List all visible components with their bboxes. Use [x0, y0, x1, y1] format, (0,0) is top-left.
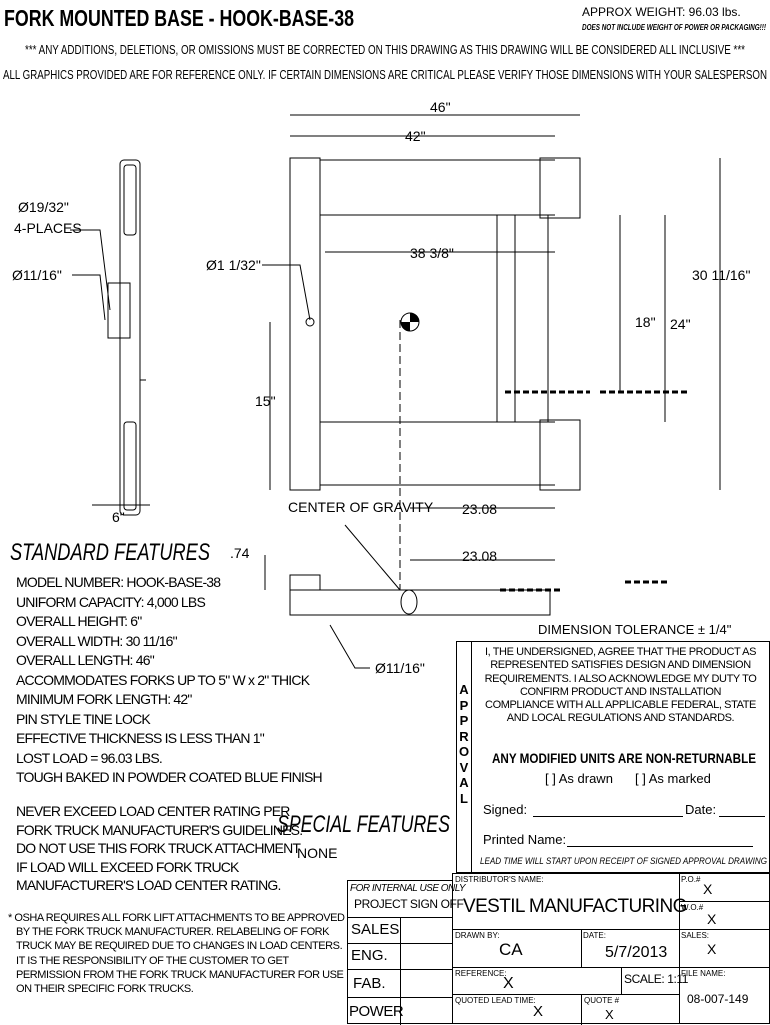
cog-label-text: CENTER OF GRAVITY — [288, 499, 434, 515]
warning-line: FORK TRUCK MANUFACTURER'S GUIDELINES. — [16, 821, 303, 838]
load-warnings: NEVER EXCEED LOAD CENTER RATING PER FORK… — [16, 802, 303, 895]
signoff-fab[interactable]: FAB. — [353, 975, 386, 992]
inclusive-note: *** ANY ADDITIONS, DELETIONS, OR OMISSIO… — [25, 42, 745, 57]
approx-weight: APPROX WEIGHT: 96.03 lbs. — [582, 5, 741, 19]
osha-line: BY THE FORK TRUCK MANUFACTURER. RELABELI… — [16, 926, 330, 939]
signoff-power[interactable]: POWER — [349, 1003, 404, 1020]
drawing-title: FORK MOUNTED BASE - HOOK-BASE-38 — [4, 5, 354, 31]
file-name-value: 08-007-149 — [687, 992, 749, 1006]
warning-line: DO NOT USE THIS FORK TRUCK ATTACHMENT — [16, 840, 301, 856]
standard-features-list: MODEL NUMBER: HOOK-BASE-38 UNIFORM CAPAC… — [16, 573, 323, 788]
date-line[interactable] — [719, 816, 765, 817]
special-features-title: SPECIAL FEATURES — [277, 811, 450, 838]
warning-line: MANUFACTURER'S LOAD CENTER RATING. — [16, 877, 281, 893]
reference-note: ALL GRAPHICS PROVIDED ARE FOR REFERENCE … — [3, 67, 767, 82]
osha-line: ON THEIR SPECIFIC FORK TRUCKS. — [16, 983, 194, 996]
printed-name-label: Printed Name: — [483, 832, 567, 847]
dim-side-hole: Ø11/16" — [375, 660, 425, 676]
signoff-sales[interactable]: SALES — [351, 921, 400, 938]
date-label: DATE: — [583, 931, 606, 940]
dim-cog: 23.08 — [462, 501, 497, 517]
dim-inner-length: 24" — [670, 316, 691, 332]
wo-value: X — [707, 911, 717, 927]
drawn-by-value: CA — [499, 940, 523, 959]
feature-item: OVERALL WIDTH: 30 11/16" — [16, 632, 178, 649]
title-block: DISTRIBUTOR'S NAME: VESTIL MANUFACTURING… — [452, 873, 770, 1025]
dim-overall-width: 46" — [430, 99, 451, 115]
as-marked-checkbox[interactable]: [ ] As marked — [635, 771, 711, 786]
date-value: 5/7/2013 — [605, 944, 668, 961]
feature-item: UNIFORM CAPACITY: 4,000 LBS — [16, 593, 206, 610]
osha-line: * OSHA REQUIRES ALL FORK LIFT ATTACHMENT… — [8, 912, 345, 924]
special-features-value: NONE — [297, 845, 338, 861]
warning-line: NEVER EXCEED LOAD CENTER RATING PER — [16, 803, 290, 819]
dim-inner-width: 42" — [405, 128, 426, 144]
cog-label: CENTER OF GRAVITY — [288, 499, 434, 515]
dim-height: 6" — [112, 509, 125, 525]
dim-places: 4-PLACES — [14, 220, 82, 236]
bottom-side-view — [289, 589, 551, 616]
quote-label: QUOTE # — [584, 996, 620, 1005]
internal-subtitle: PROJECT SIGN OFF — [354, 897, 464, 911]
dim-fork-spacing: 15" — [255, 393, 276, 409]
dim-thickness: .74 — [230, 545, 250, 561]
lead-time-value: X — [533, 1003, 544, 1020]
feature-item: MODEL NUMBER: HOOK-BASE-38 — [16, 574, 221, 590]
date-label: Date: — [685, 802, 717, 817]
plan-view-left-beam — [289, 157, 321, 491]
distributor-name: VESTIL MANUFACTURING — [463, 896, 687, 917]
dimension-tolerance: DIMENSION TOLERANCE ± 1/4" — [538, 622, 732, 637]
weight-note: DOES NOT INCLUDE WEIGHT OF POWER OR PACK… — [582, 23, 766, 32]
lead-time-note: LEAD TIME WILL START UPON RECEIPT OF SIG… — [480, 856, 767, 867]
po-label: P.O.# — [681, 875, 701, 884]
feature-item: OVERALL HEIGHT: 6" — [16, 613, 142, 629]
reference-value: X — [503, 975, 514, 992]
standard-features-title: STANDARD FEATURES — [10, 539, 210, 566]
signed-label: Signed: — [483, 802, 528, 817]
dim-hole-dia: Ø19/32" — [18, 199, 69, 215]
lead-time-label: QUOTED LEAD TIME: — [455, 996, 536, 1005]
signoff-eng[interactable]: ENG. — [351, 947, 388, 964]
feature-item: OVERALL LENGTH: 46" — [16, 652, 155, 668]
internal-signoff-block: FOR INTERNAL USE ONLY PROJECT SIGN OFF S… — [347, 880, 466, 1025]
osha-line: IT IS THE RESPONSIBILITY OF THE CUSTOMER… — [16, 954, 289, 967]
osha-note: * OSHA REQUIRES ALL FORK LIFT ATTACHMENT… — [8, 911, 345, 996]
feature-item: LOST LOAD = 96.03 LBS. — [16, 749, 163, 766]
wo-label: W.O.# — [681, 903, 704, 912]
scale: SCALE: 1:11 — [624, 972, 689, 986]
internal-title: FOR INTERNAL USE ONLY — [350, 883, 466, 894]
as-drawn-checkbox[interactable]: [ ] As drawn — [545, 771, 613, 786]
feature-item: ACCOMMODATES FORKS UP TO 5" W x 2" THICK — [16, 671, 310, 688]
feature-item: EFFECTIVE THICKNESS IS LESS THAN 1" — [16, 730, 265, 746]
approval-statement: I, THE UNDERSIGNED, AGREE THAT THE PRODU… — [484, 646, 757, 725]
printed-name-line[interactable] — [567, 846, 753, 847]
dim-overall-length: 30 11/16" — [692, 267, 750, 283]
file-name-label: FILE NAME: — [681, 969, 726, 978]
feature-item: PIN STYLE TINE LOCK — [16, 710, 151, 727]
osha-line: PERMISSION FROM THE FORK TRUCK MANUFACTU… — [16, 968, 344, 981]
osha-line: TRUCK MAY BE REQUIRED DUE TO CHANGES IN … — [16, 940, 343, 953]
drawn-by-label: DRAWN BY: — [455, 931, 500, 940]
dim-pocket-length: 18" — [635, 314, 656, 330]
feature-item: TOUGH BAKED IN POWDER COATED BLUE FINISH — [16, 769, 323, 785]
non-returnable-notice: ANY MODIFIED UNITS ARE NON-RETURNABLE — [492, 750, 756, 766]
dim-cog-side: 23.08 — [462, 548, 497, 564]
reference-label: REFERENCE: — [455, 969, 507, 978]
dim-pin-dia: Ø1 1/32" — [206, 257, 261, 273]
warning-line: IF LOAD WILL EXCEED FORK TRUCK — [16, 858, 239, 875]
signature-line[interactable] — [533, 816, 683, 817]
po-value: X — [703, 881, 713, 897]
sales-label: SALES: — [681, 931, 710, 940]
sales-value: X — [707, 941, 717, 957]
dim-pin-hole: Ø11/16" — [12, 267, 62, 283]
quote-value: X — [605, 1007, 614, 1022]
distributor-label: DISTRIBUTOR'S NAME: — [455, 875, 544, 884]
dim-pin-offset: 38 3/8" — [410, 245, 454, 261]
feature-item: MINIMUM FORK LENGTH: 42" — [16, 691, 192, 707]
